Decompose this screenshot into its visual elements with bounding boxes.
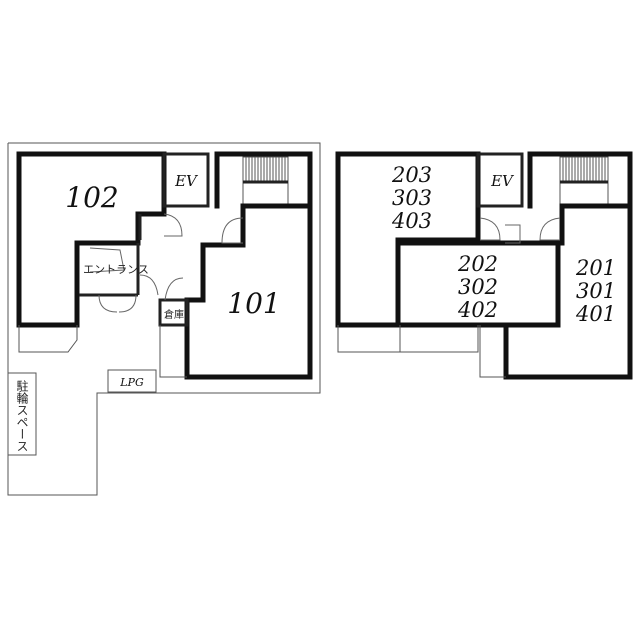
ev-label: EV	[174, 172, 199, 190]
ground-floor-plan: 102 101 EV エントランス 倉庫 LPG 駐輪スペース	[7, 142, 321, 496]
upper-floor-plan: 203 303 403 202 302 402 201 301 401 EV	[335, 151, 633, 380]
bicycle-space-label: 駐輪スペース	[15, 379, 29, 452]
unit-101-label: 101	[227, 287, 280, 320]
unit-label: 401	[575, 302, 616, 326]
stair-treads	[245, 157, 286, 182]
stair-treads-upper	[562, 157, 606, 182]
unit-label: 403	[391, 209, 432, 233]
lpg-box	[107, 369, 157, 393]
unit-label: 303	[392, 186, 432, 210]
ev-label-upper: EV	[490, 172, 515, 190]
door-swing	[221, 217, 244, 244]
entrance-door	[98, 294, 118, 313]
unit-label: 203	[391, 163, 432, 187]
door-swing	[139, 274, 159, 296]
balcony-upper-left	[337, 325, 479, 353]
door-swing	[163, 213, 183, 237]
door-swing-upper	[479, 217, 501, 241]
balcony-upper-center	[479, 325, 506, 378]
door-swing	[164, 277, 184, 301]
unit-201-walls	[503, 203, 633, 380]
bicycle-space-box	[7, 372, 37, 456]
unit-label: 201	[575, 256, 616, 280]
site-boundary	[7, 142, 321, 496]
unit-label: 302	[458, 275, 498, 299]
storage-room	[158, 298, 189, 327]
lpg-label: LPG	[119, 376, 144, 389]
entrance-label: エントランス	[83, 263, 149, 276]
stair-walls	[214, 151, 313, 209]
stair-walls-upper	[527, 151, 633, 209]
door-swing-upper	[539, 217, 561, 241]
entrance-door	[118, 294, 137, 313]
unit-label: 301	[576, 279, 616, 303]
unit-102-walls	[16, 151, 167, 328]
unit-102-label: 102	[65, 181, 118, 214]
balcony-102	[18, 325, 78, 353]
storage-label: 倉庫	[164, 308, 184, 321]
balcony-101	[159, 325, 187, 378]
door-swing-upper	[505, 224, 521, 244]
entrance-door-detail	[89, 247, 125, 273]
unit-label: 202	[457, 252, 498, 276]
unit-label: 402	[457, 298, 498, 322]
